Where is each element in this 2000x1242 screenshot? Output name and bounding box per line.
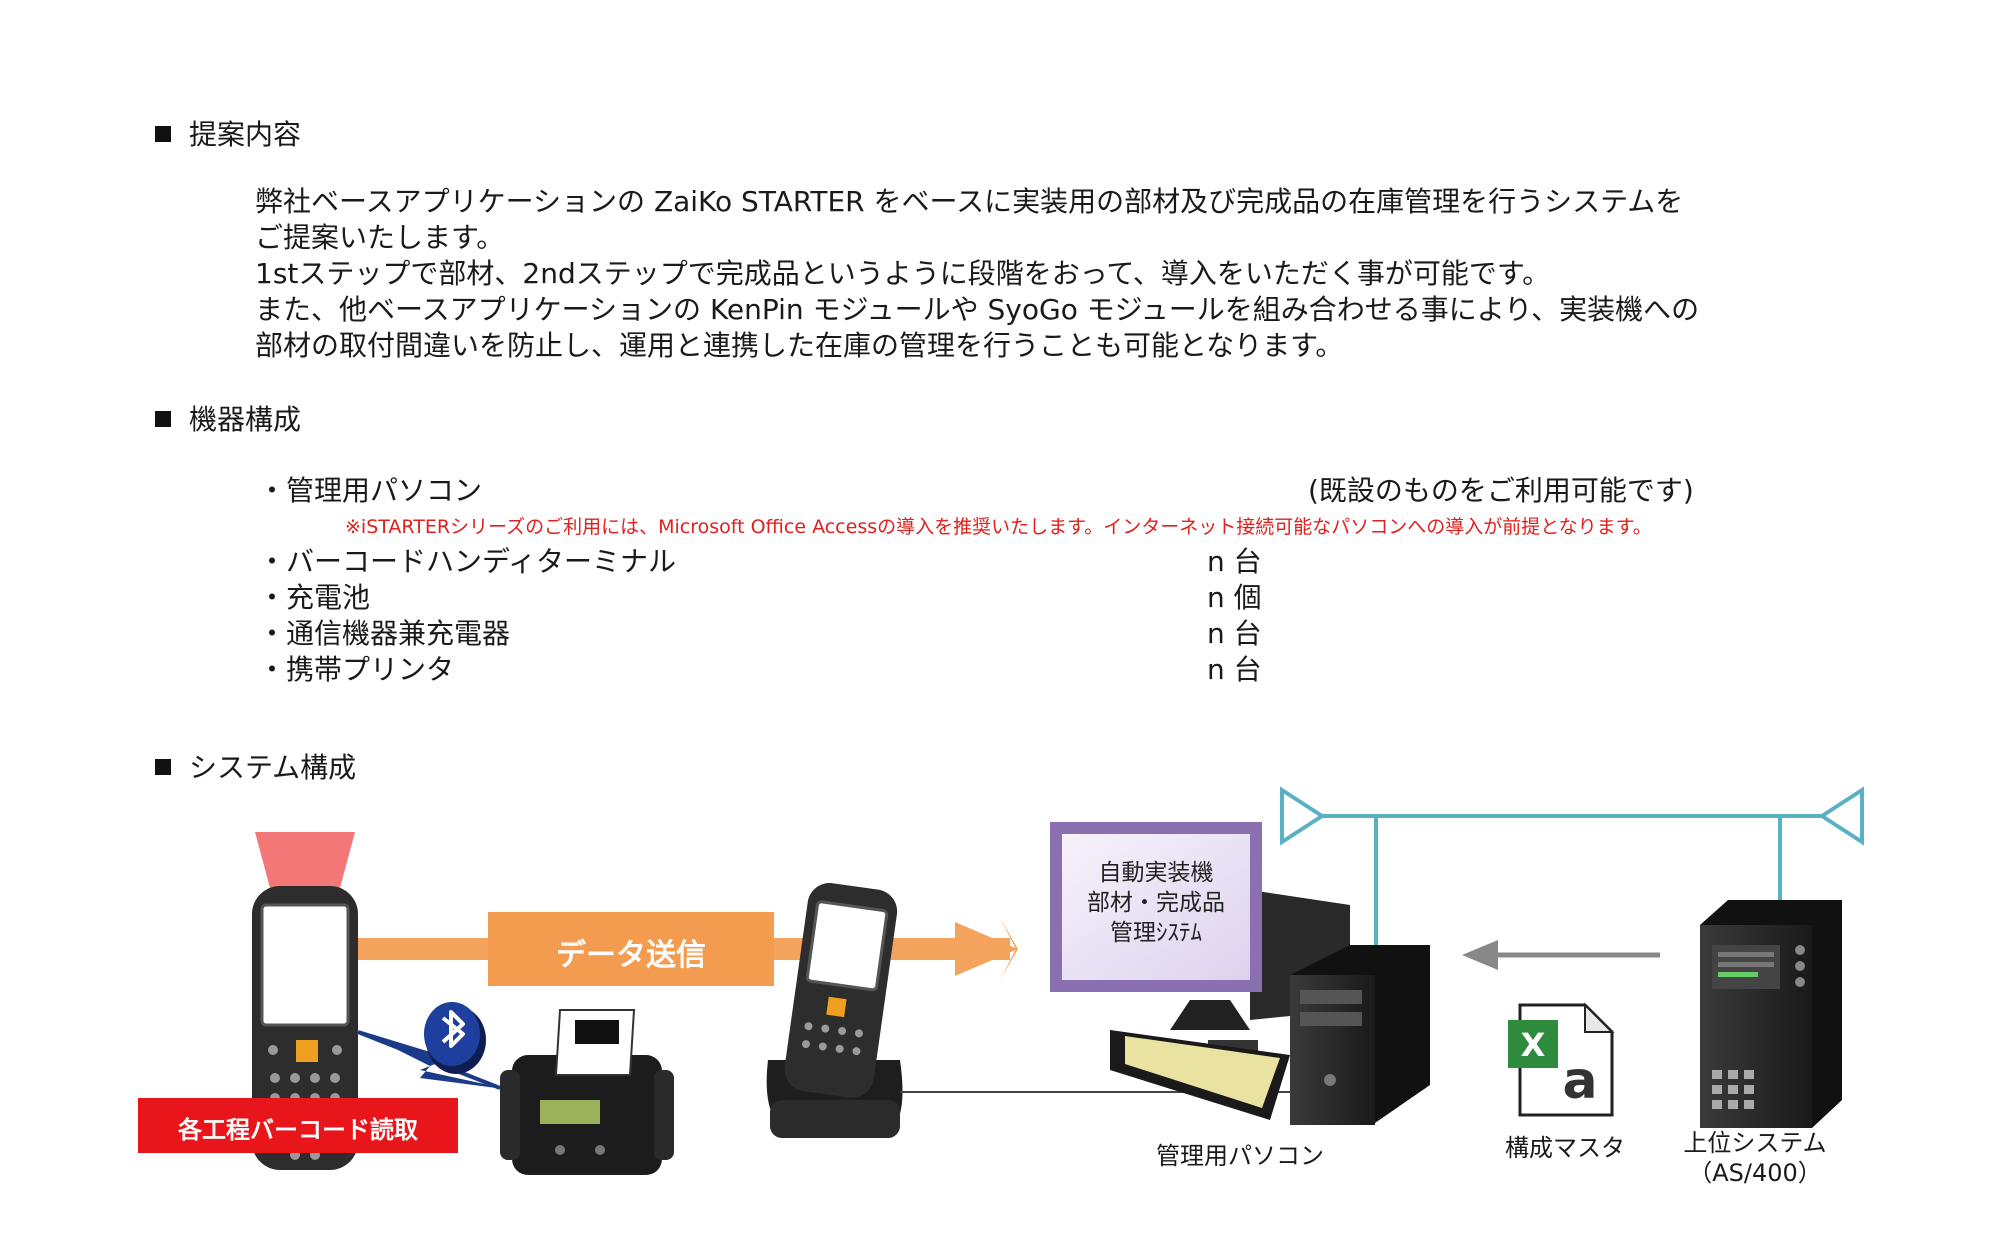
svg-text:X: X <box>1521 1026 1546 1064</box>
monitor-screen-text: 自動実装機 部材・完成品 管理ｼｽﾃﾑ <box>1062 858 1250 948</box>
host-caption-line: 上位システム <box>1683 1129 1827 1157</box>
upload-arrow <box>1462 940 1660 970</box>
proposal-line: 部材の取付間違いを防止し、運用と連携した在庫の管理を行うことも可能となります。 <box>255 329 1344 362</box>
equipment-qty: n 個 <box>1207 581 1262 614</box>
keyboard-icon <box>1110 1030 1290 1120</box>
printer-label-line: IEEE802.11b <box>575 1048 621 1056</box>
read-label: 各工程バーコード読取 <box>178 1116 418 1144</box>
equipment-item: ・通信機器兼充電器 <box>258 617 511 650</box>
server-icon <box>1700 900 1842 1128</box>
proposal-line: 弊社ベースアプリケーションの ZaiKo STARTER をベースに実装用の部材… <box>255 185 1684 218</box>
equipment-note: ※iSTARTERシリーズのご利用には、Microsoft Office Acc… <box>345 516 1652 538</box>
printer-label-line: Bluetooth <box>581 1057 615 1065</box>
equipment-item: ・管理用パソコン <box>258 474 483 507</box>
section-heading-equipment: 機器構成 <box>155 398 301 438</box>
proposal-line: また、他ベースアプリケーションの KenPin モジュールや SyoGo モジュ… <box>255 293 1700 326</box>
pc-caption: 管理用パソコン <box>1156 1142 1324 1170</box>
scan-beam <box>255 832 355 888</box>
read-label-box <box>138 1098 458 1153</box>
section-heading-text: 機器構成 <box>189 403 302 436</box>
equipment-qty: n 台 <box>1207 617 1262 650</box>
printer-icon <box>500 1009 674 1175</box>
screen-line: 管理ｼｽﾃﾑ <box>1110 920 1202 946</box>
antenna-icon <box>1280 786 1326 846</box>
section-heading-text: 提案内容 <box>189 118 302 151</box>
section-heading-system: システム構成 <box>155 746 356 786</box>
proposal-paragraph: 弊社ベースアプリケーションの ZaiKo STARTER をベースに実装用の部材… <box>255 184 1699 364</box>
proposal-line: ご提案いたします。 <box>255 221 505 254</box>
host-caption: 上位システム （AS/400） <box>1670 1128 1840 1188</box>
svg-text:a: a <box>1562 1051 1597 1111</box>
excel-icon: X a <box>1508 1002 1615 1117</box>
equipment-qty: (既設のものをご利用可能です) <box>1308 474 1694 507</box>
bluetooth-icon <box>424 1002 486 1074</box>
equipment-item: ・バーコードハンディターミナル <box>258 545 677 578</box>
equipment-qty: n 台 <box>1207 653 1262 686</box>
antenna-icon <box>1818 786 1864 846</box>
square-bullet-icon <box>155 411 171 427</box>
equipment-item: ・携帯プリンタ <box>258 653 455 686</box>
proposal-line: 1stステップで部材、2ndステップで完成品というように段階をおって、導入をいた… <box>255 257 1551 290</box>
host-caption-line: （AS/400） <box>1688 1159 1822 1187</box>
data-send-label: データ送信 <box>556 938 706 973</box>
handy-terminal-icon <box>784 883 898 1098</box>
square-bullet-icon <box>155 126 171 142</box>
printer-paper-label: IEEE802.11b Bluetooth <box>563 1048 633 1066</box>
section-heading-text: システム構成 <box>189 751 357 784</box>
section-heading-proposal: 提案内容 <box>155 113 301 153</box>
screen-line: 部材・完成品 <box>1087 890 1225 916</box>
tower-pc-icon <box>1290 945 1430 1125</box>
equipment-item: ・充電池 <box>258 581 371 614</box>
master-caption: 構成マスタ <box>1505 1134 1625 1162</box>
screen-line: 自動実装機 <box>1098 860 1214 886</box>
square-bullet-icon <box>155 759 171 775</box>
equipment-qty: n 台 <box>1207 545 1262 578</box>
network-line <box>1280 786 1864 950</box>
